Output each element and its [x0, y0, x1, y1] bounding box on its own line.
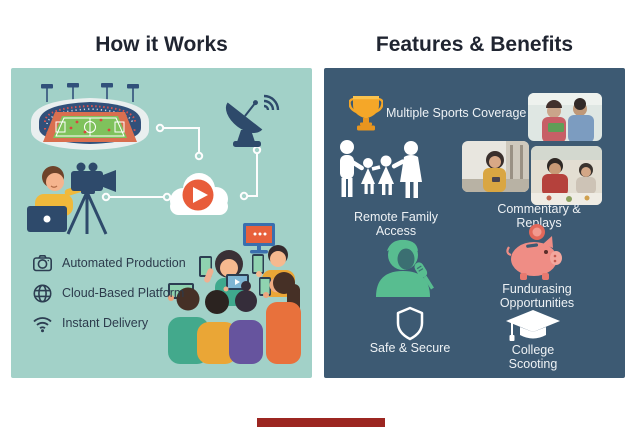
feature-label: Instant Delivery — [62, 316, 149, 330]
feature-label: Automated Production — [62, 256, 186, 270]
left-panel-art — [27, 83, 301, 364]
camera-operator-illustration — [27, 162, 116, 235]
feature-label: Fundurasing Opportunities — [499, 282, 575, 310]
feature-label: Commentary & Replays — [497, 202, 581, 230]
piggy-bank-icon — [506, 224, 562, 280]
feature-automated-production: Automated Production — [32, 252, 186, 274]
shield-icon — [396, 306, 424, 341]
how-it-works-panel: Automated Production Cloud-Based Platfor… — [11, 68, 312, 378]
photo-people-at-table — [531, 146, 602, 205]
stadium-illustration — [31, 83, 149, 150]
left-panel-title: How it Works — [95, 33, 228, 56]
cloud-play-icon — [170, 173, 228, 215]
feature-instant-delivery: Instant Delivery — [32, 312, 148, 334]
photo-fans-cheering — [528, 93, 602, 141]
feature-label: College Scooting — [508, 343, 558, 371]
feature-label: Safe & Secure — [369, 341, 451, 355]
globe-icon — [33, 284, 52, 302]
family-icon — [340, 140, 422, 198]
features-benefits-panel: Multiple Sports Coverage Remote Family A… — [324, 68, 625, 378]
satellite-dish-icon — [225, 94, 280, 147]
photo-woman-with-phone — [462, 141, 529, 192]
wifi-icon — [33, 316, 52, 332]
feature-cloud-platform: Cloud-Based Platform — [32, 282, 184, 304]
camera-icon — [32, 254, 52, 271]
commentator-icon — [376, 239, 434, 297]
feature-label: Multiple Sports Coverage — [386, 106, 527, 120]
trophy-icon — [349, 96, 383, 131]
graduation-cap-icon — [506, 310, 560, 341]
feature-label: Remote Family Access — [353, 210, 439, 238]
right-panel-title: Features & Benefits — [375, 33, 574, 56]
video-progress-bar — [257, 418, 385, 427]
crowd-illustration — [168, 223, 301, 364]
feature-label: Cloud-Based Platform — [62, 286, 185, 300]
